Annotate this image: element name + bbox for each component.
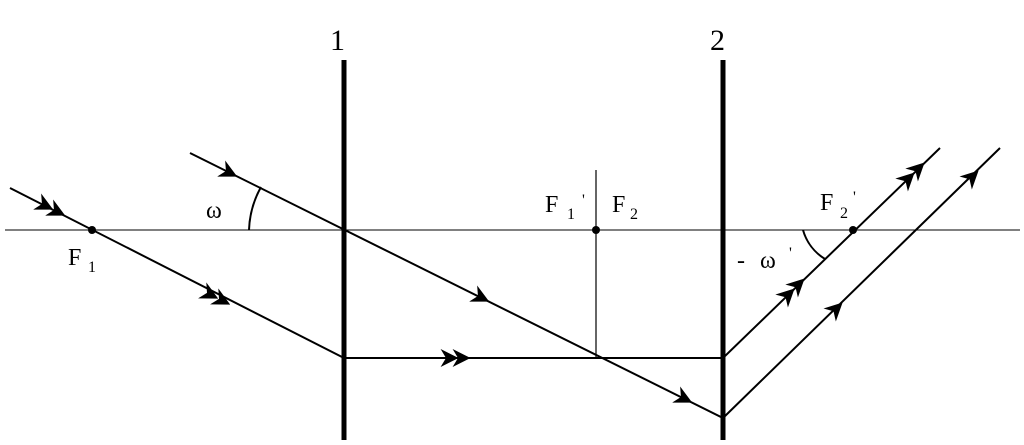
ray-through-center	[189, 147, 1001, 420]
svg-text:-: -	[737, 248, 745, 274]
ray-through-f1-arrows	[33, 162, 925, 367]
angle-omega-prime-label: - ω '	[737, 245, 792, 274]
f1-label: F 1	[68, 245, 96, 276]
angle-omega-arc	[248, 186, 262, 231]
ray-through-center-arrows	[217, 160, 979, 403]
svg-text:F: F	[612, 192, 625, 218]
f2-prime-label: F 2 '	[820, 189, 856, 222]
svg-text:': '	[853, 189, 856, 206]
svg-text:F: F	[820, 190, 833, 216]
svg-text:ω: ω	[760, 248, 776, 274]
focal-point-f1-prime-f2	[592, 226, 600, 234]
svg-text:F: F	[68, 245, 81, 271]
svg-text:2: 2	[630, 206, 638, 223]
angle-omega-prime-arc	[802, 229, 826, 260]
focal-point-f2-prime	[849, 226, 857, 234]
ray-through-f1	[9, 147, 941, 359]
f1-prime-label: F 1 '	[545, 192, 585, 223]
svg-text:2: 2	[840, 205, 848, 222]
svg-text:': '	[789, 245, 792, 262]
svg-text:': '	[582, 192, 585, 209]
svg-text:1: 1	[567, 206, 575, 223]
svg-text:F: F	[545, 192, 558, 218]
f2-label: F 2	[612, 192, 638, 223]
angle-omega-label: ω	[206, 198, 222, 224]
svg-text:1: 1	[88, 259, 96, 276]
lens-1-label: 1	[330, 24, 345, 57]
lens-2-label: 2	[710, 24, 725, 57]
focal-point-f1	[88, 226, 96, 234]
